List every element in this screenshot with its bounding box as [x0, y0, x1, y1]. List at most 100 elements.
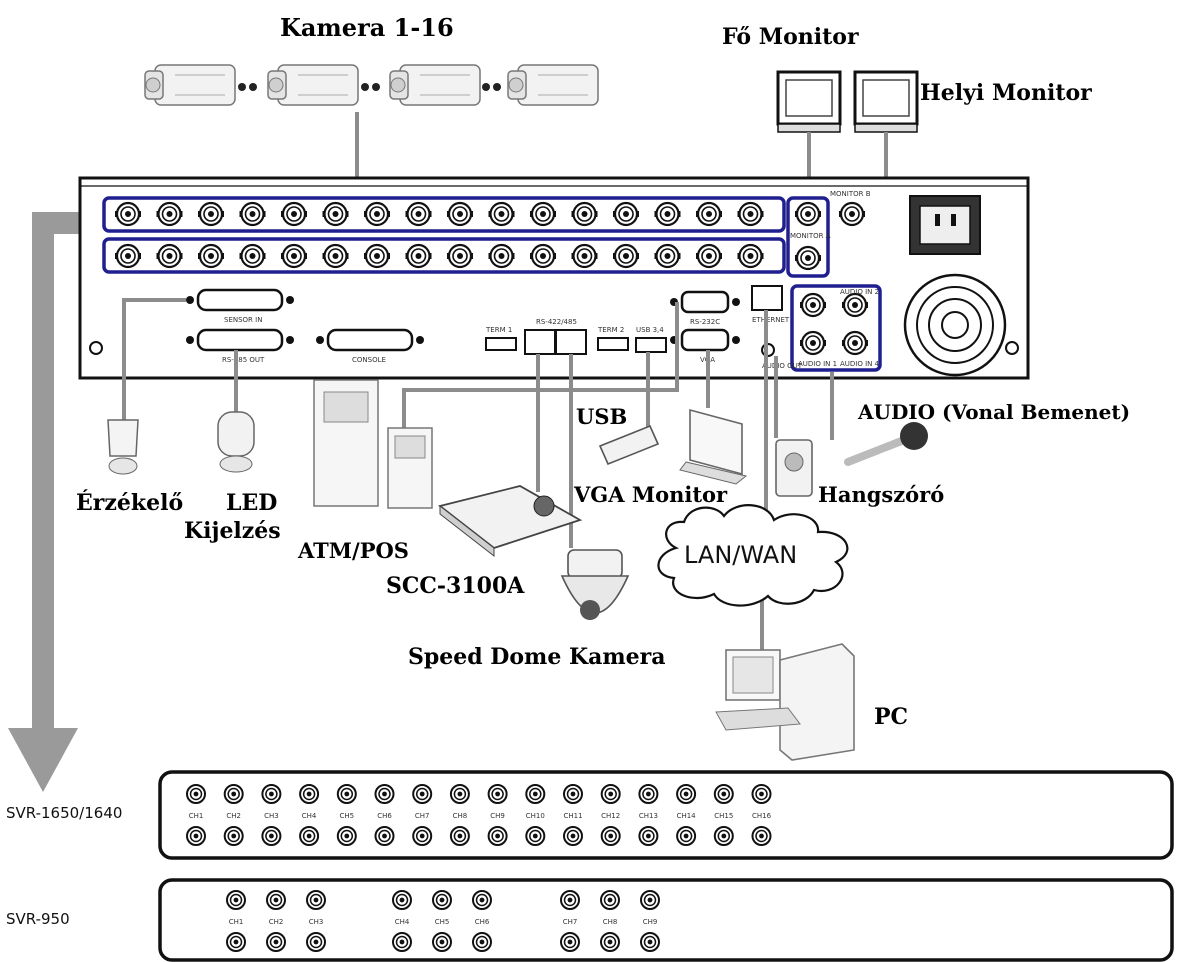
channel-label: CH11	[563, 812, 582, 820]
channel-label: CH10	[526, 812, 545, 820]
channel-label: CH4	[302, 812, 317, 820]
channel-connector	[638, 826, 659, 846]
channel-connector	[472, 932, 492, 952]
channel-connector	[600, 826, 621, 846]
channel-label: CH1	[229, 918, 244, 926]
channel-label: CH2	[226, 812, 241, 820]
channel-connector	[261, 784, 282, 804]
channel-connector	[560, 932, 580, 952]
channel-connector	[412, 826, 433, 846]
channel-label: CH15	[714, 812, 733, 820]
channel-connector	[266, 890, 286, 910]
rs422-caption: RS-422/485	[536, 318, 577, 326]
camera-input-connector	[528, 201, 558, 227]
camera-icon	[507, 64, 599, 106]
channel-connector	[449, 826, 470, 846]
camera-input-connector	[113, 243, 143, 269]
channel-connector	[432, 890, 452, 910]
channel-connector	[676, 826, 697, 846]
usb-label: USB	[576, 404, 628, 429]
channel-connector	[487, 826, 508, 846]
led-label: LED	[226, 490, 278, 516]
network-cloud-icon	[657, 504, 849, 607]
channel-label: CH5	[339, 812, 354, 820]
camera-input-connector	[736, 243, 765, 269]
atm-label: ATM/POS	[298, 538, 409, 563]
channel-connector	[299, 826, 320, 846]
camera-input-connector	[321, 243, 350, 269]
audio-in1-caption: AUDIO IN 1	[798, 360, 837, 368]
led-icon	[217, 411, 255, 473]
channel-connector	[299, 784, 320, 804]
channel-connector	[223, 826, 244, 846]
camera-input-connector	[694, 243, 724, 269]
camera-input-connector	[445, 243, 475, 269]
model-svr1650-label: SVR-1650/1640	[6, 804, 123, 822]
camera-input-connector	[321, 201, 350, 227]
local-monitor-label: Helyi Monitor	[920, 80, 1092, 106]
channel-connector	[412, 784, 433, 804]
channel-connector	[676, 784, 697, 804]
pc-label: PC	[874, 704, 909, 730]
main-monitor-icon	[776, 70, 842, 198]
camera-input-connector	[570, 243, 599, 269]
camera-input-connector	[404, 243, 433, 269]
rs485-out-caption: RS-485 OUT	[222, 356, 265, 364]
channel-connector	[525, 826, 546, 846]
audio-label: AUDIO (Vonal Bemenet)	[858, 400, 1131, 424]
channel-label: CH3	[309, 918, 324, 926]
channel-connector	[487, 784, 508, 804]
channel-connector	[392, 932, 412, 952]
usb-port-caption: USB 3,4	[636, 326, 664, 334]
camera-input-connector	[238, 201, 267, 227]
channel-label: CH8	[603, 918, 618, 926]
camera-input-connector	[362, 201, 392, 227]
channel-connector	[640, 932, 660, 952]
audio-in4-caption: AUDIO IN 4	[840, 360, 880, 368]
dvr-rear-panel: SENSOR IN RS-485 OUT CONSOLE TERM 1 RS-4…	[78, 176, 1030, 380]
camera-input-connector	[445, 201, 475, 227]
channel-connector	[306, 890, 326, 910]
console-caption: CONSOLE	[352, 356, 386, 364]
audio-out-caption: AUDIO OUT	[762, 362, 803, 370]
camera-input-connector	[155, 243, 184, 269]
channel-label: CH7	[415, 812, 430, 820]
channel-connector	[563, 826, 583, 846]
speaker-label: Hangszóró	[818, 482, 945, 507]
camera-input-connector	[611, 243, 641, 269]
channel-connector	[751, 826, 772, 846]
channel-label: CH3	[264, 812, 279, 820]
channel-connector	[266, 932, 286, 952]
channel-label: CH13	[639, 812, 658, 820]
pc-icon	[715, 643, 855, 761]
channel-label: CH6	[377, 812, 392, 820]
camera-input-connector	[528, 243, 558, 269]
term1-caption: TERM 1	[485, 326, 512, 334]
audio-in2-caption: AUDIO IN 2	[840, 288, 879, 296]
dome-label: Speed Dome Kamera	[408, 644, 666, 670]
svr-950-panel	[158, 878, 1174, 962]
camera-input-connector	[279, 243, 309, 269]
camera-input-connector	[611, 201, 641, 227]
keyboard-label: SCC-3100A	[386, 573, 525, 599]
camera-input-connector	[113, 201, 143, 227]
channel-label: CH2	[269, 918, 284, 926]
vga-monitor-icon	[679, 408, 748, 485]
channel-connector	[713, 826, 734, 846]
channel-label: CH9	[643, 918, 658, 926]
camera-icon	[144, 64, 236, 106]
monitor-b-caption: MONITOR B	[830, 190, 871, 198]
sensor-label: Érzékelő	[76, 490, 184, 516]
term2-caption: TERM 2	[597, 326, 624, 334]
camera-input-connector	[196, 201, 226, 227]
cameras-label: Kamera 1-16	[280, 13, 454, 42]
camera-icon	[389, 64, 481, 106]
channel-label: CH5	[435, 918, 450, 926]
channel-label: CH14	[677, 812, 697, 820]
channel-label: CH9	[490, 812, 505, 820]
channel-connector	[600, 890, 620, 910]
camera-input-connector	[487, 243, 516, 269]
channel-connector	[640, 890, 660, 910]
camera-input-connector	[279, 201, 309, 227]
